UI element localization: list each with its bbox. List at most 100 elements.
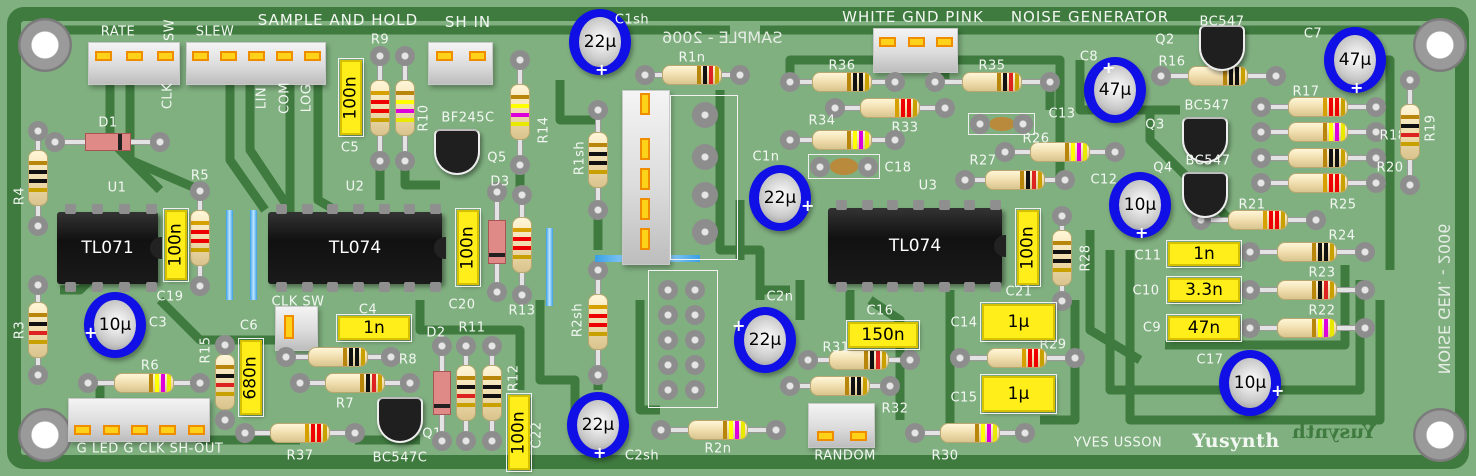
resistor-label: R29	[1039, 337, 1067, 353]
color-band	[1323, 123, 1327, 141]
electrolytic-capacitor-c7[interactable]: 47µ+	[1324, 27, 1386, 97]
color-band	[1038, 171, 1042, 189]
color-band	[1401, 142, 1419, 146]
ceramic-capacitor-c18[interactable]	[808, 154, 880, 179]
electrolytic-capacitor-c2sh[interactable]: 22µ+	[567, 392, 629, 462]
film-capacitor-c10[interactable]: 3.3n	[1166, 276, 1242, 304]
transistor-q5[interactable]	[434, 129, 480, 175]
film-capacitor-c11[interactable]: 1n	[1166, 240, 1242, 268]
ic-pin	[146, 204, 157, 214]
connector-noise-out[interactable]	[873, 28, 958, 73]
electrolytic-capacitor-c1sh[interactable]: 22µ+	[569, 9, 631, 79]
ic-pin	[65, 204, 76, 214]
transistor-q1[interactable]	[377, 397, 423, 443]
wire-jumper	[546, 228, 553, 306]
solder-pad	[512, 285, 532, 305]
color-band	[697, 66, 701, 84]
film-capacitor-c22[interactable]: 100n	[506, 393, 532, 472]
capacitor-label: C11	[1134, 248, 1162, 264]
electrolytic-capacitor-c12[interactable]: 10µ+	[1109, 172, 1171, 242]
ic-notch	[994, 235, 1006, 257]
color-band	[1053, 250, 1071, 254]
color-band	[1329, 123, 1333, 141]
transistor-q2[interactable]	[1199, 25, 1245, 71]
resistor-label: R10	[416, 104, 432, 132]
ic-u2[interactable]: TL074	[268, 204, 446, 292]
resistor-label: R31	[822, 340, 850, 356]
color-band	[1341, 149, 1345, 167]
resistor-body	[1030, 142, 1090, 162]
transistor-label: Q5	[487, 150, 507, 166]
film-capacitor-c6[interactable]: 680n	[238, 338, 264, 417]
ic-u3[interactable]: TL074	[828, 200, 1006, 292]
color-band	[361, 348, 365, 366]
diode-body	[433, 371, 451, 415]
color-band	[1034, 349, 1038, 367]
color-band	[1020, 171, 1024, 189]
electrolytic-capacitor-c3[interactable]: 10µ+	[84, 292, 146, 358]
resistor-body	[588, 132, 608, 188]
solder-pad	[28, 120, 48, 141]
connector-label: SLEW	[195, 24, 235, 40]
resistor-body	[270, 423, 330, 443]
connector-sh-in[interactable]	[428, 42, 493, 85]
connector-output[interactable]	[68, 398, 210, 442]
film-capacitor-c16[interactable]: 150n	[846, 320, 920, 350]
film-capacitor-c9[interactable]: 47n	[1166, 314, 1242, 342]
resistor-label: R2n	[704, 441, 732, 457]
solder-pad	[1354, 318, 1375, 338]
electrolytic-capacitor-c17[interactable]: 10µ+	[1219, 350, 1284, 416]
capacitor-label: C5	[340, 140, 360, 156]
transistor-q4[interactable]	[1182, 172, 1228, 218]
capacitor-value: 22µ	[576, 399, 620, 451]
color-band	[1312, 281, 1316, 299]
resistor-body	[987, 348, 1047, 368]
film-capacitor-c15[interactable]: 1µ	[980, 374, 1057, 414]
resistor-body	[1277, 280, 1337, 300]
capacitor-label: C18	[884, 160, 912, 176]
color-band	[1318, 281, 1322, 299]
electrolytic-capacitor-c2n[interactable]: 22µ+	[732, 307, 796, 373]
film-capacitor-c21[interactable]: 100n	[1015, 208, 1041, 287]
connector-clk-sw[interactable]	[275, 306, 318, 351]
color-band	[483, 385, 501, 389]
transistor-q3[interactable]	[1182, 117, 1228, 163]
connector-rate[interactable]	[88, 42, 180, 85]
color-band	[1053, 268, 1071, 272]
resistor-label: R13	[508, 303, 536, 319]
section-title-noise-outputs: WHITE GND PINK	[842, 8, 984, 26]
connector-label: SW	[162, 18, 178, 42]
color-band	[1324, 281, 1328, 299]
ic-pin	[430, 282, 441, 292]
resistor-body	[1277, 242, 1337, 262]
solder-pad	[1400, 174, 1420, 195]
ic-label: U3	[918, 178, 938, 194]
resistor-label: R1sh	[572, 140, 588, 176]
film-capacitor-c5[interactable]: 100n	[338, 58, 364, 137]
electrolytic-capacitor-c8[interactable]: 47µ+	[1084, 57, 1146, 123]
solder-pad	[432, 430, 452, 451]
capacitor-value: 47µ	[1093, 64, 1137, 116]
connector-slew[interactable]	[186, 42, 326, 85]
film-capacitor-c19[interactable]: 100n	[163, 208, 189, 282]
connector-random[interactable]	[808, 403, 875, 448]
mirrored-noise-gen-text: NOISE GEN. - 2006	[1434, 223, 1454, 375]
film-capacitor-c20[interactable]: 100n	[455, 208, 481, 287]
ic-pin	[964, 282, 976, 292]
ic-label: U1	[107, 180, 127, 196]
film-capacitor-c14[interactable]: 1µ	[980, 302, 1057, 342]
polarity-plus-icon: +	[801, 196, 815, 215]
solder-pad	[235, 423, 255, 443]
resistor-body	[28, 150, 48, 206]
solder-pad	[380, 347, 401, 367]
resistor-body	[28, 302, 48, 358]
capacitor-label: C14	[950, 315, 978, 331]
film-capacitor-c4[interactable]: 1n	[336, 314, 412, 342]
ceramic-capacitor-c13[interactable]	[968, 113, 1035, 135]
ic-u1[interactable]: TL071	[57, 204, 162, 292]
electrolytic-capacitor-c1n[interactable]: 22µ+	[749, 165, 815, 231]
ic-pin	[836, 200, 847, 210]
solder-pad	[1305, 210, 1326, 230]
solder-pad	[905, 423, 925, 443]
color-band	[1312, 243, 1316, 261]
